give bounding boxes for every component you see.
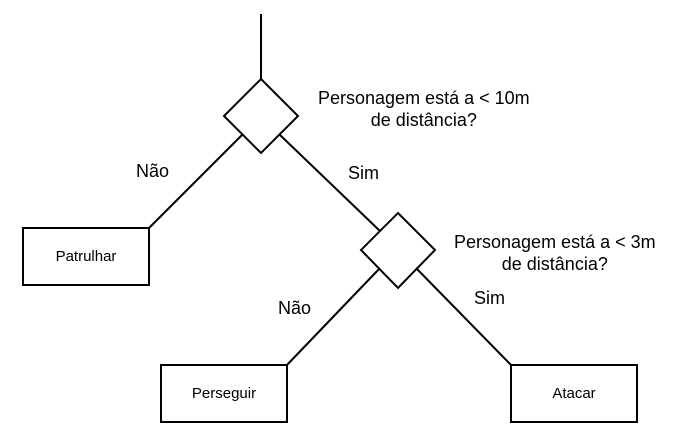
decision-1-line-2: de distância? — [370, 110, 477, 130]
decision-2-line-1: Personagem está a < 3m — [454, 232, 656, 252]
action-box-perseguir: Perseguir — [160, 364, 288, 423]
decision-1-line-1: Personagem está a < 10m — [318, 88, 530, 108]
edge-label-no-1: Não — [136, 161, 170, 181]
action-label-perseguir: Perseguir — [191, 385, 257, 402]
decision-2-question: Personagem está a < 3m de distância? — [454, 231, 656, 275]
edge-label-no-2: Não — [278, 298, 312, 318]
decision-1-question: Personagem está a < 10m de distância? — [318, 87, 530, 131]
action-label-patrulhar: Patrulhar — [55, 248, 117, 265]
edge-no-1 — [147, 134, 243, 230]
decision-diamond-1 — [222, 77, 300, 155]
edge-label-yes-2: Sim — [474, 288, 505, 308]
action-box-atacar: Atacar — [510, 364, 638, 423]
action-label-atacar: Atacar — [552, 385, 596, 402]
decision-diamond-2 — [359, 211, 437, 290]
edge-label-yes-1: Sim — [348, 163, 379, 183]
edge-yes-2 — [415, 267, 513, 367]
edge-no-2 — [285, 267, 381, 367]
edge-yes-1 — [279, 134, 381, 232]
action-box-patrulhar: Patrulhar — [22, 227, 150, 286]
decision-2-line-2: de distância? — [501, 254, 608, 274]
